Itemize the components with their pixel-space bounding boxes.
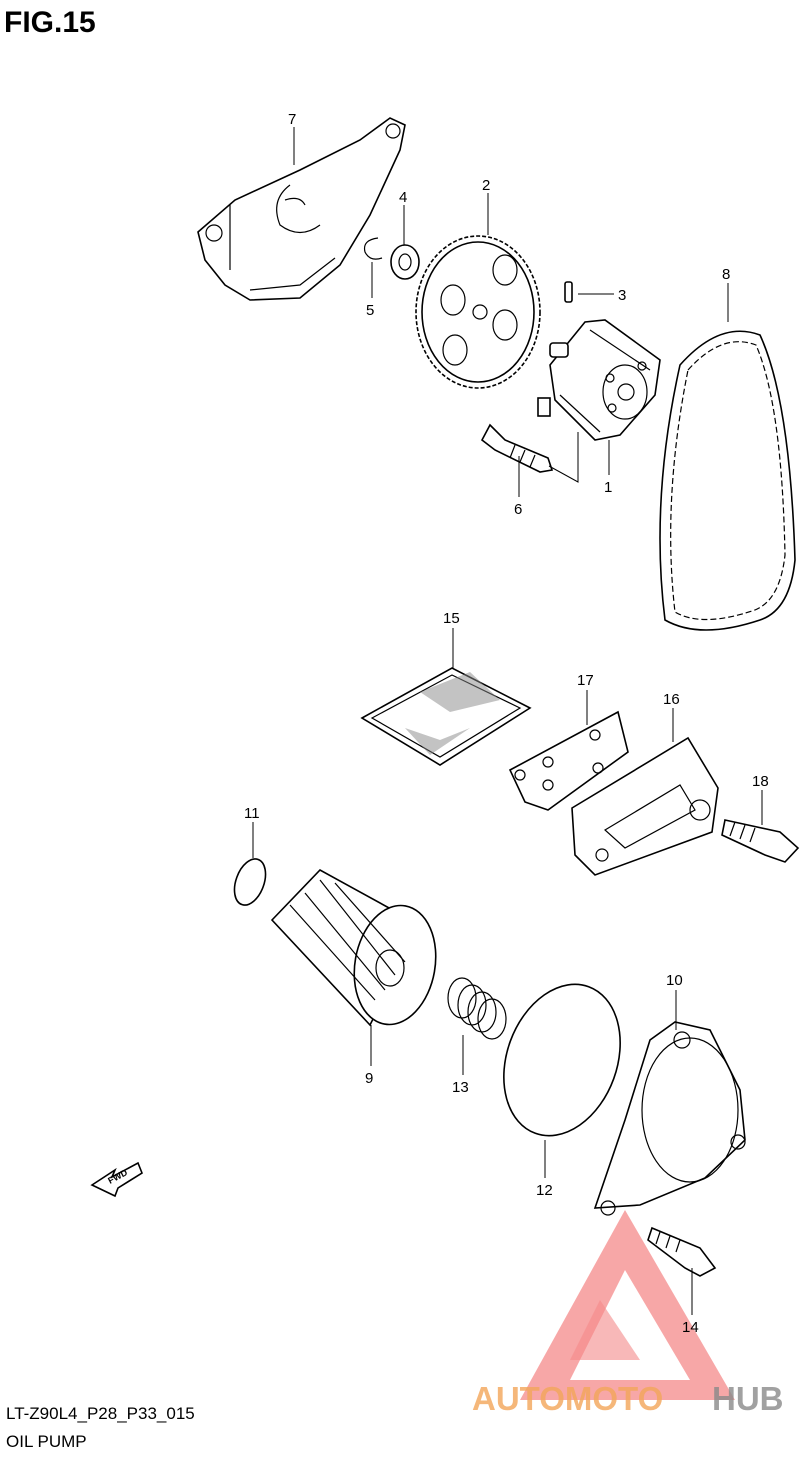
fwd-arrow-icon: FWD [90,1161,143,1198]
callout-5: 5 [366,302,374,319]
watermark-text-automoto: AUTOMOTO [472,1380,663,1417]
callout-10: 10 [666,972,683,989]
part-6-screw [480,423,554,473]
callout-numbers: 7 2 3 4 5 6 1 8 15 17 16 18 11 9 10 13 1… [244,111,769,1336]
callout-18: 18 [752,773,769,790]
part-16-cover [571,736,719,876]
watermark-text: AUTOMOTO HUB [472,1380,784,1417]
leader-lines [252,127,763,1315]
callout-13: 13 [452,1079,469,1096]
callout-3: 3 [618,287,626,304]
part-7-cover [197,117,406,301]
callout-9: 9 [365,1070,373,1087]
callout-14: 14 [682,1319,699,1336]
part-4-washer [390,244,420,280]
callout-11: 11 [244,805,260,822]
watermark-logo [520,1210,735,1400]
callout-15: 15 [443,610,460,627]
part-9-oil-filter [270,869,437,1027]
part-12-o-ring [503,983,621,1137]
callout-17: 17 [577,672,594,689]
diagram-name: OIL PUMP [6,1432,87,1451]
figure-title: FIG.15 [4,6,96,39]
diagram-code: LT-Z90L4_P28_P33_015 [6,1404,195,1423]
callout-6: 6 [514,501,522,518]
callout-7: 7 [288,111,296,128]
part-5-circlip [363,237,383,260]
callout-2: 2 [482,177,490,194]
part-13-spring [447,977,507,1040]
callout-1: 1 [604,479,612,496]
part-15-strainer [360,667,532,766]
part-3-pin [564,281,573,303]
part-8-chain [659,330,796,631]
part-14-bolt [647,1226,717,1277]
callout-8: 8 [722,266,730,283]
watermark-text-hub: HUB [712,1380,784,1417]
callout-12: 12 [536,1182,553,1199]
callout-16: 16 [663,691,680,708]
part-1-oil-pump [537,319,661,441]
part-11-o-ring [233,858,267,906]
part-2-gear [415,235,541,389]
callout-4: 4 [399,189,407,206]
part-17-gasket [508,710,629,811]
part-10-filter-cap [593,1021,746,1216]
part-18-bolt [721,819,800,863]
